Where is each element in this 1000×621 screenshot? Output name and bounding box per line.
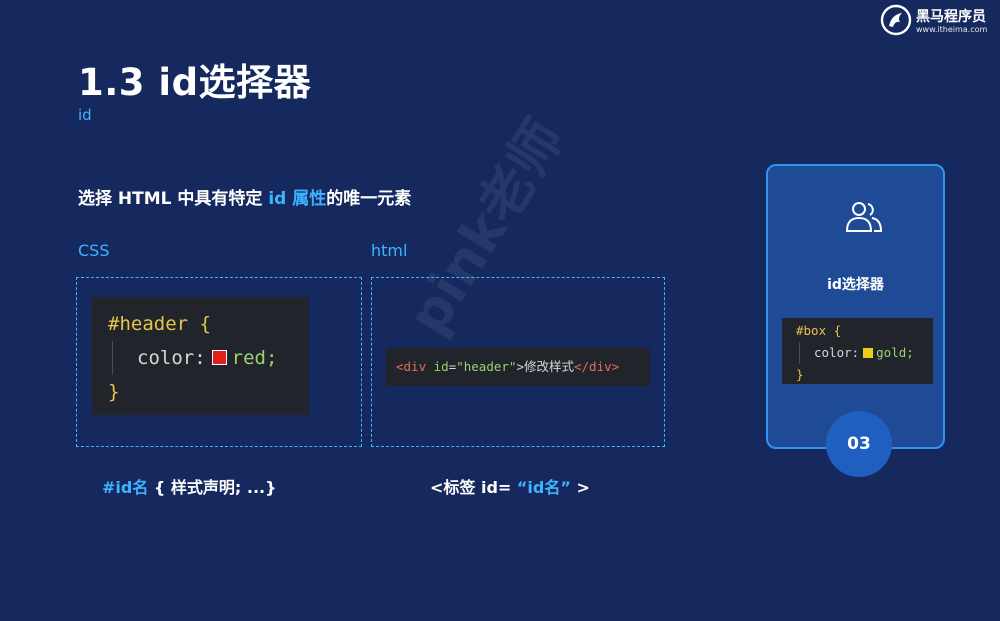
card-code-selector: #box: [796, 323, 827, 338]
brand-logo-icon: [880, 4, 912, 36]
card-code-close: }: [796, 367, 804, 382]
code-close-brace: }: [108, 381, 120, 403]
html-content: 修改样式: [523, 359, 574, 374]
html-syntax-value: “id名”: [516, 478, 571, 497]
code-selector: #header: [108, 313, 189, 335]
description-text: 选择 HTML 中具有特定: [78, 189, 269, 209]
html-syntax-end: >: [570, 478, 590, 497]
code-open-brace: {: [199, 313, 211, 335]
description-text-end: 的唯一元素: [326, 189, 412, 209]
card-code-open: {: [833, 323, 842, 338]
css-syntax: #id名 { 样式声明; ...}: [102, 474, 277, 498]
slide-subtitle: id: [78, 106, 92, 124]
html-end-tag: </div>: [574, 359, 620, 374]
html-syntax: <标签 id= “id名” >: [430, 474, 590, 498]
card-code-block: #box { color: gold; }: [782, 318, 933, 384]
css-code-block: #header { color: red; }: [92, 297, 309, 415]
html-open-tag: <div: [396, 359, 427, 374]
code-property: color:: [137, 347, 206, 369]
brand-name: 黑马程序员: [916, 9, 986, 25]
card-code-value: gold;: [876, 345, 914, 360]
html-label: html: [371, 241, 408, 260]
brand-url: www.itheima.com: [916, 25, 988, 34]
slide-title: 1.3 id选择器: [78, 61, 312, 104]
css-label: CSS: [78, 241, 110, 260]
html-attr-name: id: [433, 359, 449, 374]
html-code-block: <div id="header">修改样式</div>: [386, 348, 650, 386]
html-example-box: [371, 277, 665, 447]
users-icon: [845, 202, 883, 232]
description-highlight: id 属性: [268, 189, 327, 209]
card-title: id选择器: [827, 277, 884, 293]
color-swatch: [211, 350, 227, 365]
css-syntax-rest: { 样式声明; ...}: [148, 478, 277, 497]
html-syntax-start: <标签 id=: [430, 478, 517, 497]
selector-card: [766, 164, 945, 449]
html-equals: =: [448, 359, 457, 374]
html-attr-value: "header": [456, 359, 517, 374]
card-color-swatch: [863, 348, 874, 358]
css-syntax-selector: #id名: [102, 478, 149, 497]
html-tag-close: >: [516, 359, 524, 374]
code-value: red;: [231, 347, 278, 369]
card-code-property: color:: [814, 345, 860, 360]
slide-description: 选择 HTML 中具有特定 id 属性的唯一元素: [78, 184, 411, 209]
card-number-badge: 03: [826, 411, 892, 477]
css-example-box: [76, 277, 362, 447]
